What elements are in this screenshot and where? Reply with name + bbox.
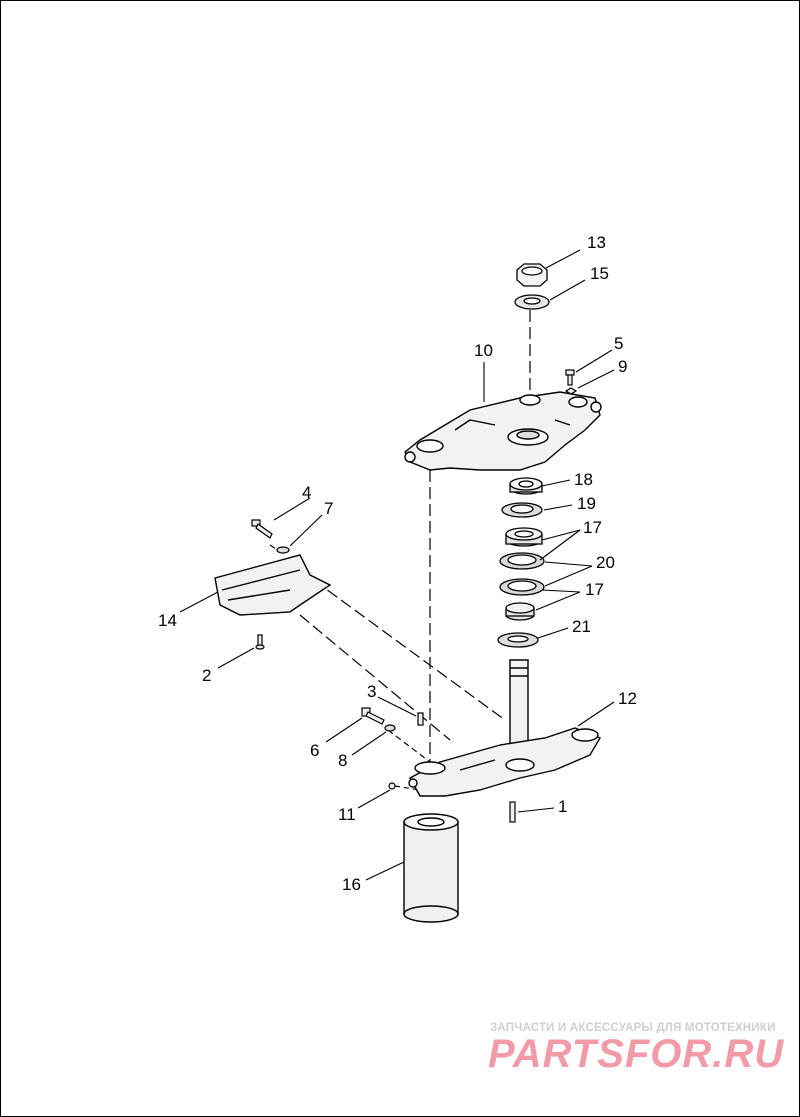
watermark-brand: PARTSFOR.RU (488, 1032, 785, 1076)
part-screw-11 (388, 782, 396, 790)
callout-17-lower: 17 (585, 580, 604, 599)
leader-20 (543, 504, 573, 511)
leader-18-2 (544, 565, 593, 587)
part-seal-20 (501, 502, 543, 518)
callout-9: 9 (618, 357, 627, 376)
callout-10: 10 (474, 341, 493, 360)
part-washer-15 (514, 294, 550, 310)
part-pin-1 (509, 801, 516, 823)
part-bolt-5 (565, 369, 575, 386)
part-washer-7 (276, 546, 290, 554)
callout-19: 18 (574, 470, 593, 489)
callout-18: 20 (596, 553, 615, 572)
part-race-18-upper (499, 552, 545, 570)
leader-17b-2 (535, 591, 581, 611)
part-bolt-4 (251, 519, 273, 539)
callout-1: 1 (558, 797, 567, 816)
leader-8 (351, 731, 387, 756)
assembly-line-washer-8 (387, 729, 431, 763)
leader-13 (545, 249, 581, 269)
part-fork-tube-16 (403, 813, 459, 923)
leader-18-1 (544, 561, 593, 567)
part-cover-14 (214, 554, 332, 616)
callout-4: 4 (302, 483, 311, 502)
part-washer-21 (497, 632, 539, 648)
leader-14 (179, 591, 219, 613)
leader-12 (577, 701, 615, 727)
leader-1 (517, 807, 555, 813)
part-bearing-17-lower (505, 602, 535, 621)
callout-11: 11 (338, 805, 356, 824)
leader-6 (325, 717, 363, 743)
callout-21: 21 (572, 617, 591, 636)
assembly-lines (269, 310, 531, 791)
leader-17b-1 (541, 589, 581, 593)
callout-3: 3 (367, 682, 376, 701)
callout-6: 6 (310, 741, 319, 760)
leader-7 (289, 514, 323, 547)
leader-21 (537, 627, 569, 639)
part-nut-13 (516, 263, 548, 287)
part-upper-bracket-10 (404, 391, 602, 471)
leader-16 (365, 861, 405, 881)
leader-9 (577, 369, 615, 389)
assembly-line-bracket-a (299, 569, 506, 721)
part-screw-3 (417, 712, 424, 726)
leader-5 (575, 349, 613, 373)
callout-13: 13 (587, 233, 606, 252)
part-nut-19 (509, 477, 543, 495)
part-bearing-17-upper (505, 527, 543, 547)
part-nut-9 (564, 387, 578, 395)
callout-5: 5 (614, 334, 623, 353)
callout-12: 12 (618, 689, 637, 708)
leader-19 (541, 479, 571, 487)
callout-8: 8 (338, 751, 347, 770)
callout-14: 14 (158, 611, 177, 630)
callout-7: 7 (324, 499, 333, 518)
callout-17-upper: 17 (583, 518, 602, 537)
part-lower-bracket-12 (408, 659, 602, 797)
assembly-line-bracket-b (299, 614, 451, 741)
callout-20: 19 (577, 494, 596, 513)
part-washer-8 (384, 724, 396, 732)
callout-15: 15 (590, 264, 609, 283)
leader-4 (273, 497, 311, 521)
leader-11 (357, 789, 391, 809)
watermark-tagline: ЗАПЧАСТИ И АКСЕССУАРЫ ДЛЯ МОТОТЕХНИКИ (490, 1022, 776, 1034)
callout-16: 16 (342, 875, 361, 894)
callout-2: 2 (202, 666, 211, 685)
leader-3 (377, 696, 417, 717)
part-screw-2 (255, 634, 265, 650)
leader-lines (179, 249, 615, 881)
part-bolt-6 (361, 707, 385, 725)
leader-17a-2 (539, 529, 581, 561)
leader-15 (549, 279, 586, 301)
part-race-18-lower (499, 578, 545, 596)
leader-2 (217, 647, 255, 669)
leader-17a-1 (541, 529, 581, 541)
